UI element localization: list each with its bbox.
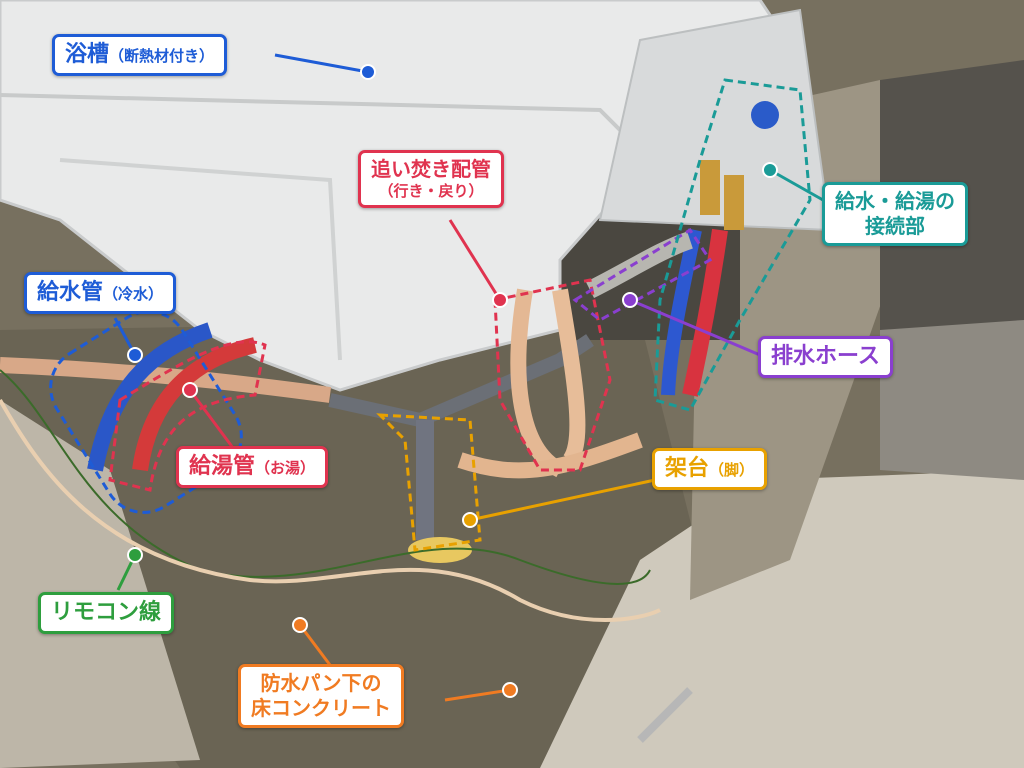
- reheat-outline: [493, 278, 612, 472]
- label-hot: 給湯管（お湯）: [176, 446, 329, 488]
- label-connector-line2: 接続部: [865, 214, 925, 238]
- hot-outline: [108, 340, 267, 492]
- label-concrete-line1: 防水パン下の: [260, 671, 382, 695]
- label-remote-main: リモコン線: [51, 600, 162, 625]
- concrete-leader-1: [298, 624, 332, 666]
- concrete-leader-2: [444, 688, 511, 702]
- stand-leader: [469, 478, 656, 522]
- label-drain: 排水ホース: [758, 336, 893, 378]
- label-reheat: 追い焚き配管 （行き・戻り）: [358, 150, 504, 208]
- supply-pipe: [87, 322, 213, 472]
- left-concrete-wall: [0, 400, 200, 768]
- label-stand-main: 架台: [665, 456, 710, 481]
- remote-cable: [0, 369, 651, 585]
- gravel: [880, 320, 1024, 480]
- reheat-pipe-2: [552, 288, 586, 465]
- label-stand: 架台（脚）: [652, 448, 768, 490]
- label-drain-main: 排水ホース: [771, 344, 880, 369]
- label-hot-sub: （お湯）: [255, 459, 316, 477]
- stand-outline: [376, 413, 482, 552]
- label-concrete-line2: 床コンクリート: [251, 696, 391, 720]
- label-stand-sub: （脚）: [709, 461, 755, 479]
- drain-leader: [629, 298, 761, 357]
- bathtub-leader: [274, 53, 369, 74]
- connector-leader: [769, 168, 824, 202]
- label-supply-main: 給水管: [37, 280, 104, 305]
- label-reheat-line2: （行き・戻り）: [378, 182, 484, 200]
- label-remote: リモコン線: [38, 592, 175, 634]
- label-concrete: 防水パン下の 床コンクリート: [238, 664, 404, 728]
- label-bathtub-sub: （断熱材付き）: [109, 47, 215, 65]
- right-concrete-curb: [540, 470, 1024, 768]
- label-supply: 給水管（冷水）: [24, 272, 177, 314]
- supply-outline: [49, 310, 243, 514]
- hot-leader: [188, 389, 238, 453]
- stand-leg: [416, 420, 434, 540]
- label-reheat-line1: 追い焚き配管: [371, 157, 491, 181]
- hot-pipe: [132, 337, 257, 472]
- drain-outline: [572, 227, 713, 322]
- label-supply-sub: （冷水）: [103, 285, 164, 303]
- reheat-leader: [448, 219, 502, 301]
- label-connector: 給水・給湯の 接続部: [822, 182, 968, 246]
- label-hot-main: 給湯管: [189, 454, 256, 479]
- label-bathtub: 浴槽（断熱材付き）: [52, 34, 228, 76]
- label-bathtub-main: 浴槽: [65, 42, 110, 67]
- label-connector-line1: 給水・給湯の: [835, 189, 955, 213]
